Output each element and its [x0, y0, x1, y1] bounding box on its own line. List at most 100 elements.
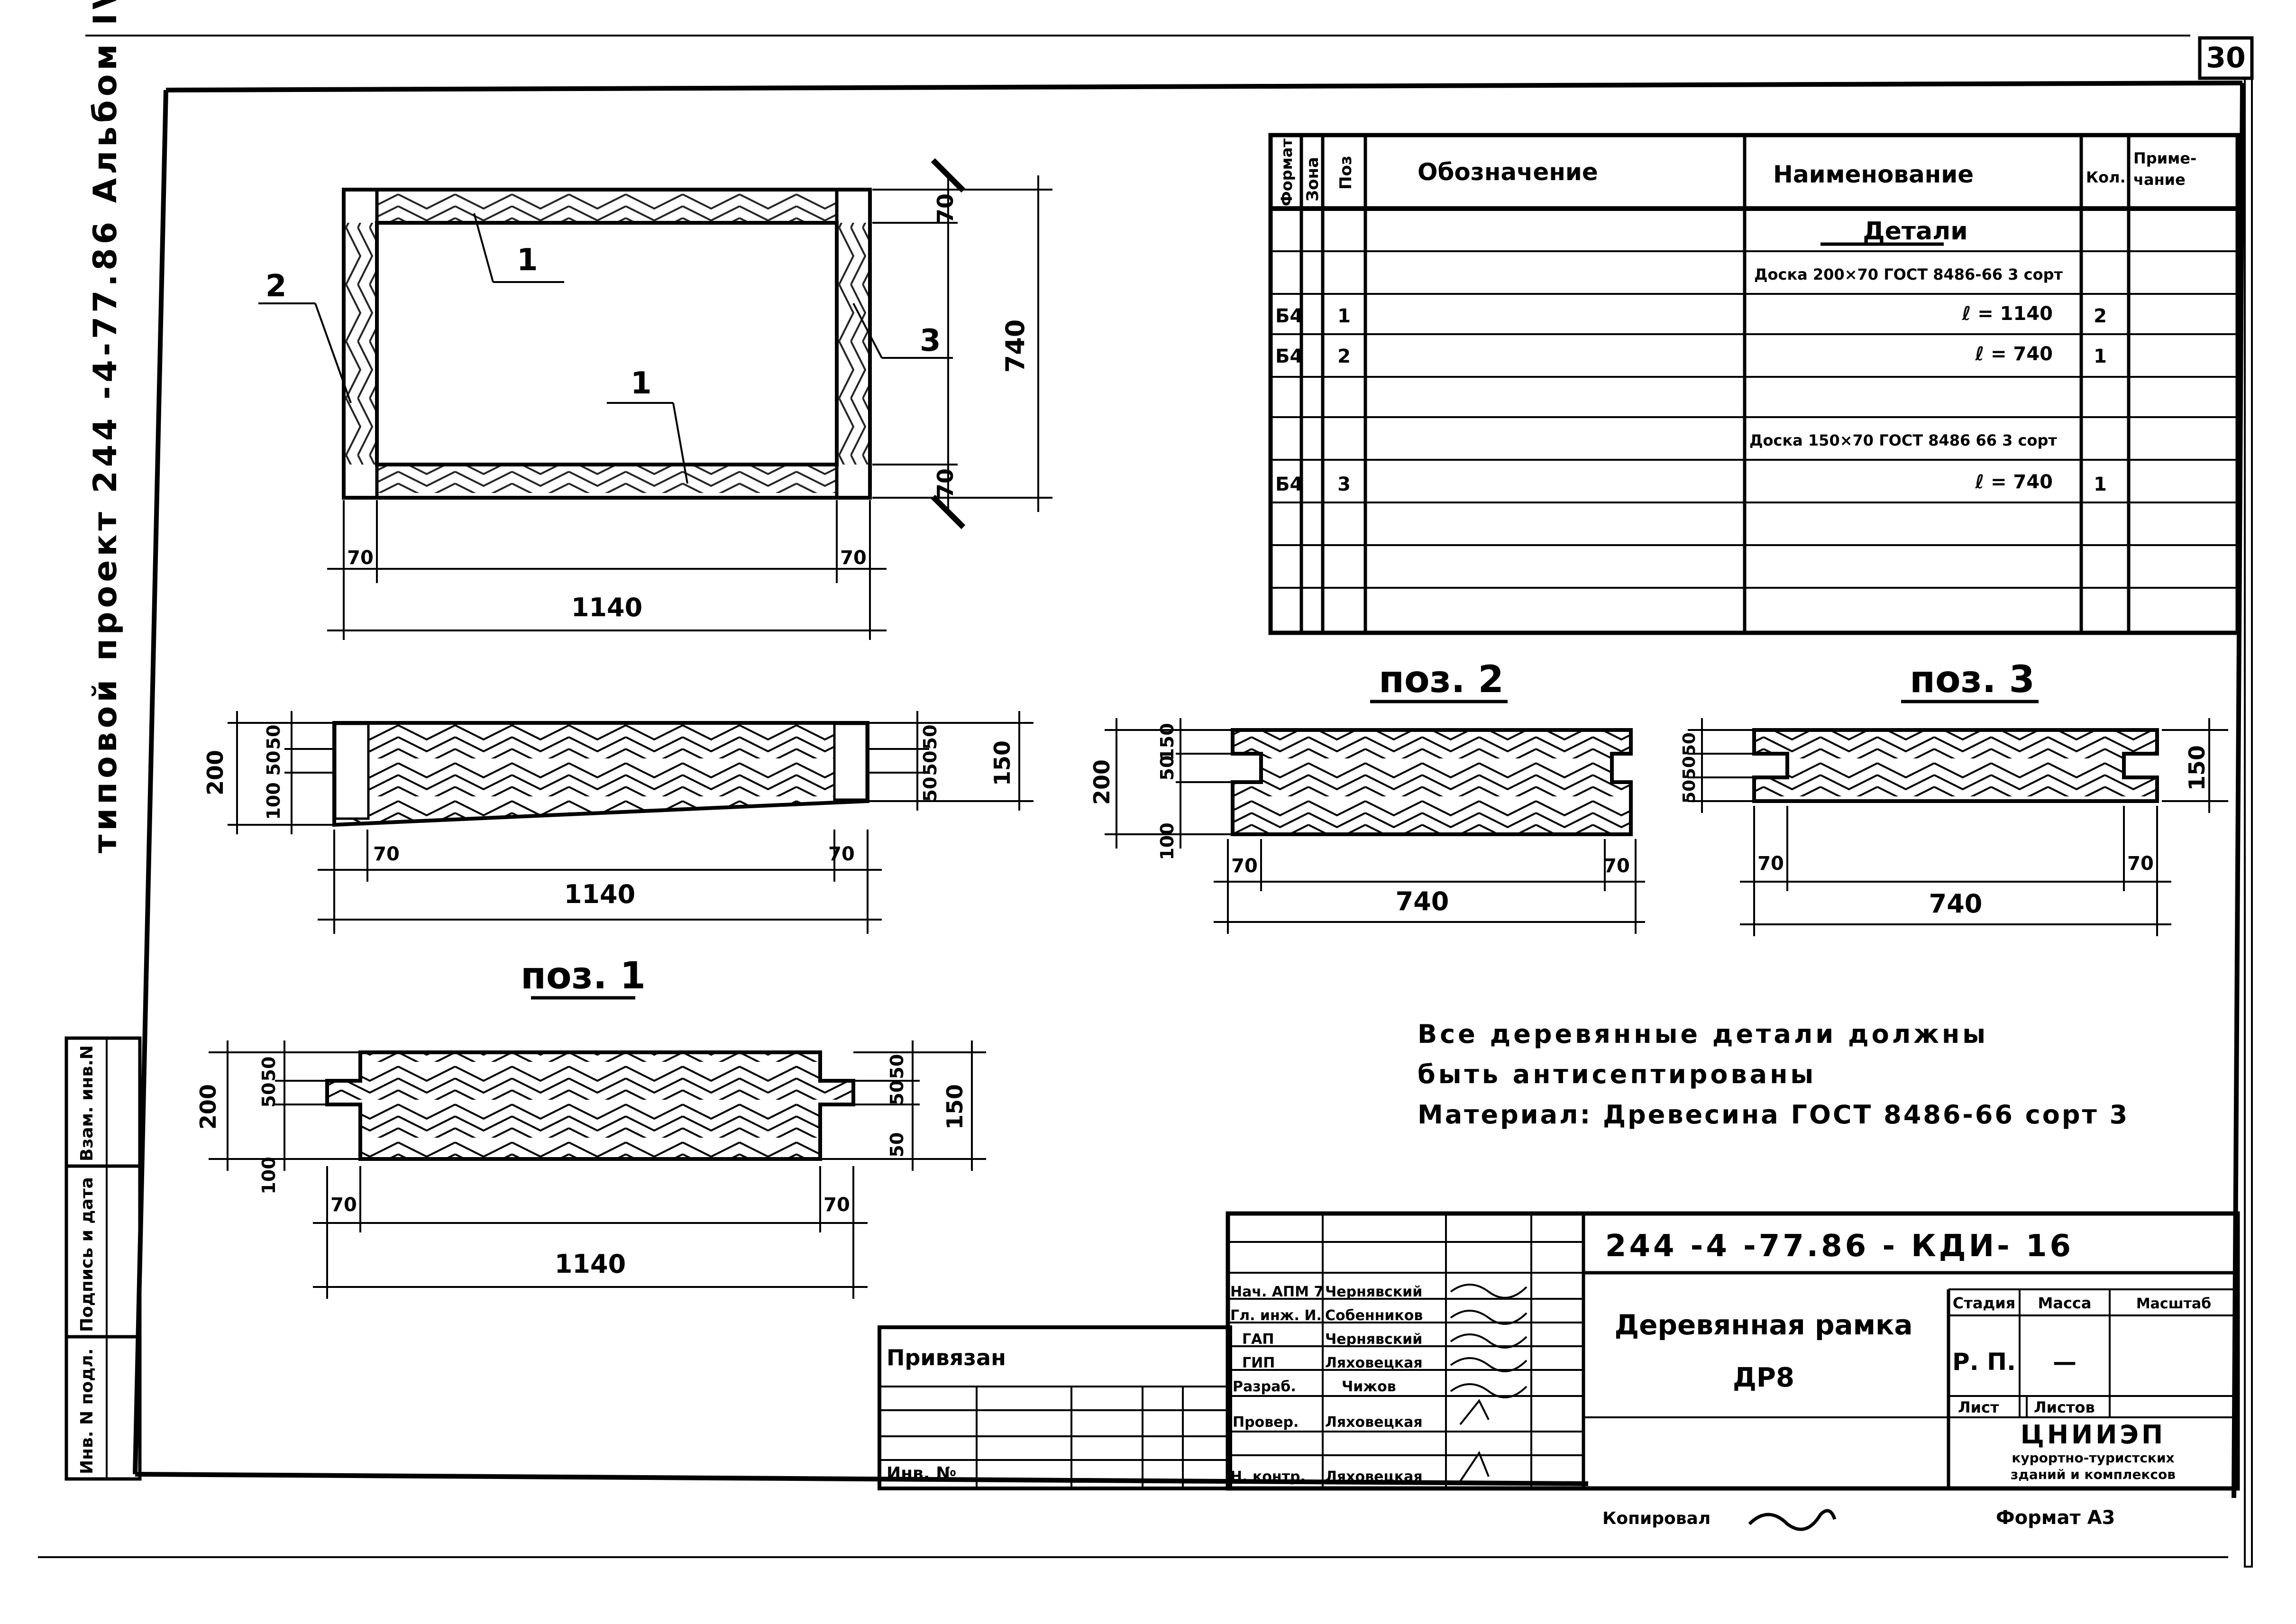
- spec-table: Формат Зона Поз Обозначение Наименование…: [1268, 133, 2240, 635]
- format-label: Формат А3: [1996, 1507, 2115, 1529]
- pos3-dim-left: 70: [1757, 853, 1784, 875]
- sig-role-4: ГИП: [1242, 1355, 1275, 1371]
- spec-section-title: Детали: [1863, 217, 1967, 246]
- th-pos: Поз: [1336, 155, 1355, 190]
- stage-value: Р. П.: [1952, 1348, 2016, 1376]
- callout-1-top: 1: [517, 243, 538, 278]
- pos3-view: поз. 3 50 50 50 150 70 70 740: [1680, 658, 2228, 936]
- notes: Все деревянные детали должны быть антисе…: [1418, 1019, 2129, 1130]
- pos1-dim-h-a: 50: [258, 1057, 279, 1082]
- th-format: Формат: [1278, 138, 1296, 206]
- pos2-dim-h-b: 50: [1157, 756, 1178, 781]
- dim-combined-left: 70: [373, 843, 400, 865]
- sig-name-1: Чернявский: [1325, 1284, 1422, 1300]
- inv-label: Инв. №: [887, 1464, 956, 1483]
- spec-row3-pos: 2: [1337, 346, 1351, 367]
- dim-combined-length: 1140: [564, 879, 635, 909]
- dim-combined-h-b: 50: [263, 751, 284, 776]
- th-name: Наименование: [1773, 161, 1974, 188]
- spec-row6-pos: 3: [1337, 474, 1351, 495]
- pos1-dim-left: 70: [330, 1194, 357, 1216]
- title-block: Привязан Инв. № Нач. АПМ 7 Чернявский Гл…: [878, 1211, 2240, 1531]
- dim-frame-height: 740: [1000, 319, 1030, 373]
- binding-label: Привязан: [887, 1345, 1006, 1370]
- pos3-title: поз. 3: [1910, 658, 2035, 701]
- dim-combined-h-c: 50: [263, 725, 284, 750]
- pos1-dim-h-c: 100: [258, 1157, 279, 1194]
- sig-role-5: Разраб.: [1233, 1378, 1296, 1395]
- frame-bottom: [135, 1472, 1589, 1486]
- sig-name-2: Собенников: [1325, 1307, 1423, 1324]
- sig-name-7: Ляховецкая: [1325, 1469, 1423, 1485]
- side-stamp: Инв. N подл. Подпись и дата Взам. инв.N: [64, 1036, 142, 1481]
- pos1-dim-r-b: 50: [887, 1080, 907, 1105]
- pos3-dim-h-a: 50: [1680, 732, 1699, 756]
- pos3-dim-h-c: 50: [1680, 780, 1699, 803]
- frame-right: [2232, 82, 2245, 1498]
- org-sub1: курортно-туристских: [2012, 1450, 2174, 1466]
- pos1-dim-length: 1140: [555, 1249, 626, 1279]
- callout-1-bottom: 1: [631, 366, 652, 401]
- dim-frame-top-board: 70: [933, 193, 958, 224]
- sig-role-2: Гл. инж. И.: [1230, 1307, 1322, 1324]
- combined-section: 200 100 50 50 50 50 50 150 70 70 1140: [202, 711, 1034, 934]
- sig-role-6: Провер.: [1233, 1414, 1299, 1431]
- spec-row3-name: ℓ = 740: [1975, 343, 2053, 365]
- dim-combined-h-total: 200: [202, 750, 228, 795]
- pos3-dim-length: 740: [1929, 889, 1983, 919]
- pos3-dim-h-total: 150: [2184, 745, 2210, 791]
- pos3-dim-h-b: 50: [1680, 756, 1699, 780]
- spec-row1-name: Доска 200×70 ГОСТ 8486-66 3 сорт: [1754, 265, 2063, 283]
- pos1-dim-r-total: 150: [942, 1084, 968, 1130]
- pos2-dim-right: 70: [1603, 855, 1630, 877]
- sig-name-4: Ляховецкая: [1325, 1355, 1423, 1371]
- org-sub2: зданий и комплексов: [2011, 1467, 2176, 1482]
- svg-text:Инв. N подл.: Инв. N подл.: [77, 1349, 97, 1474]
- pos1-dim-r-a: 50: [887, 1054, 907, 1079]
- spec-row2-format: Б4: [1275, 305, 1303, 327]
- svg-text:Взам. инв.N: Взам. инв.N: [77, 1045, 97, 1161]
- sheet-number-box: [2198, 36, 2254, 80]
- dim-frame-width: 1140: [571, 593, 642, 622]
- pos2-dim-length: 740: [1396, 886, 1449, 916]
- doc-code: 244 -4 -77.86 - КДИ- 16: [1605, 1229, 2074, 1264]
- pos1-dim-right: 70: [823, 1194, 850, 1216]
- spec-row6-qty: 1: [2094, 474, 2107, 495]
- mass-label: Масса: [2038, 1294, 2092, 1312]
- object-mark: ДР8: [1733, 1362, 1794, 1393]
- note-line-1: Все деревянные детали должны: [1418, 1019, 1988, 1049]
- side-project-label: типовой проект 244 -4-77.86 Альбом IV: [87, 0, 124, 853]
- dim-frame-right-side: 70: [840, 547, 867, 569]
- note-line-3: Материал: Древесина ГОСТ 8486-66 сорт 3: [1418, 1100, 2129, 1130]
- th-note-2: чание: [2133, 171, 2186, 189]
- scale-label: Масштаб: [2136, 1296, 2211, 1312]
- callout-2: 2: [265, 269, 287, 304]
- pos2-dim-left: 70: [1231, 855, 1258, 877]
- th-note-1: Приме-: [2133, 149, 2196, 167]
- pos3-dim-right: 70: [2127, 853, 2154, 875]
- th-qty: Кол.: [2086, 168, 2126, 186]
- spec-row3-format: Б4: [1275, 346, 1303, 367]
- copied-label: Копировал: [1602, 1509, 1711, 1528]
- object-name: Деревянная рамка: [1614, 1309, 1912, 1341]
- spec-row6-format: Б4: [1275, 474, 1303, 495]
- pos1-title: поз. 1: [521, 955, 646, 997]
- sheet-number: 30: [2206, 41, 2246, 74]
- pos2-dim-h-a: 150: [1157, 723, 1178, 760]
- pos1-dim-h-b: 50: [258, 1083, 279, 1108]
- spec-row5-name: Доска 150×70 ГОСТ 8486 66 3 сорт: [1749, 431, 2057, 449]
- pos2-dim-h-c: 100: [1157, 822, 1178, 860]
- sig-name-6: Ляховецкая: [1325, 1414, 1423, 1431]
- sheet-label: Лист: [1958, 1398, 1999, 1416]
- sheets-label: Листов: [2034, 1398, 2095, 1416]
- sig-role-7: Н. контр.: [1230, 1469, 1306, 1485]
- spec-row2-name: ℓ = 1140: [1961, 303, 2053, 325]
- pos2-view: поз. 2 200 150 50 100 70 70 740: [1089, 658, 1645, 934]
- sig-role-1: Нач. АПМ 7: [1230, 1284, 1324, 1300]
- th-designation: Обозначение: [1418, 158, 1598, 186]
- stage-label: Стадия: [1953, 1294, 2015, 1312]
- sig-name-3: Чернявский: [1325, 1331, 1422, 1348]
- pos1-dim-r-c: 50: [887, 1132, 907, 1158]
- dim-frame-left-side: 70: [347, 547, 374, 569]
- pos1-dim-h-total: 200: [195, 1084, 221, 1130]
